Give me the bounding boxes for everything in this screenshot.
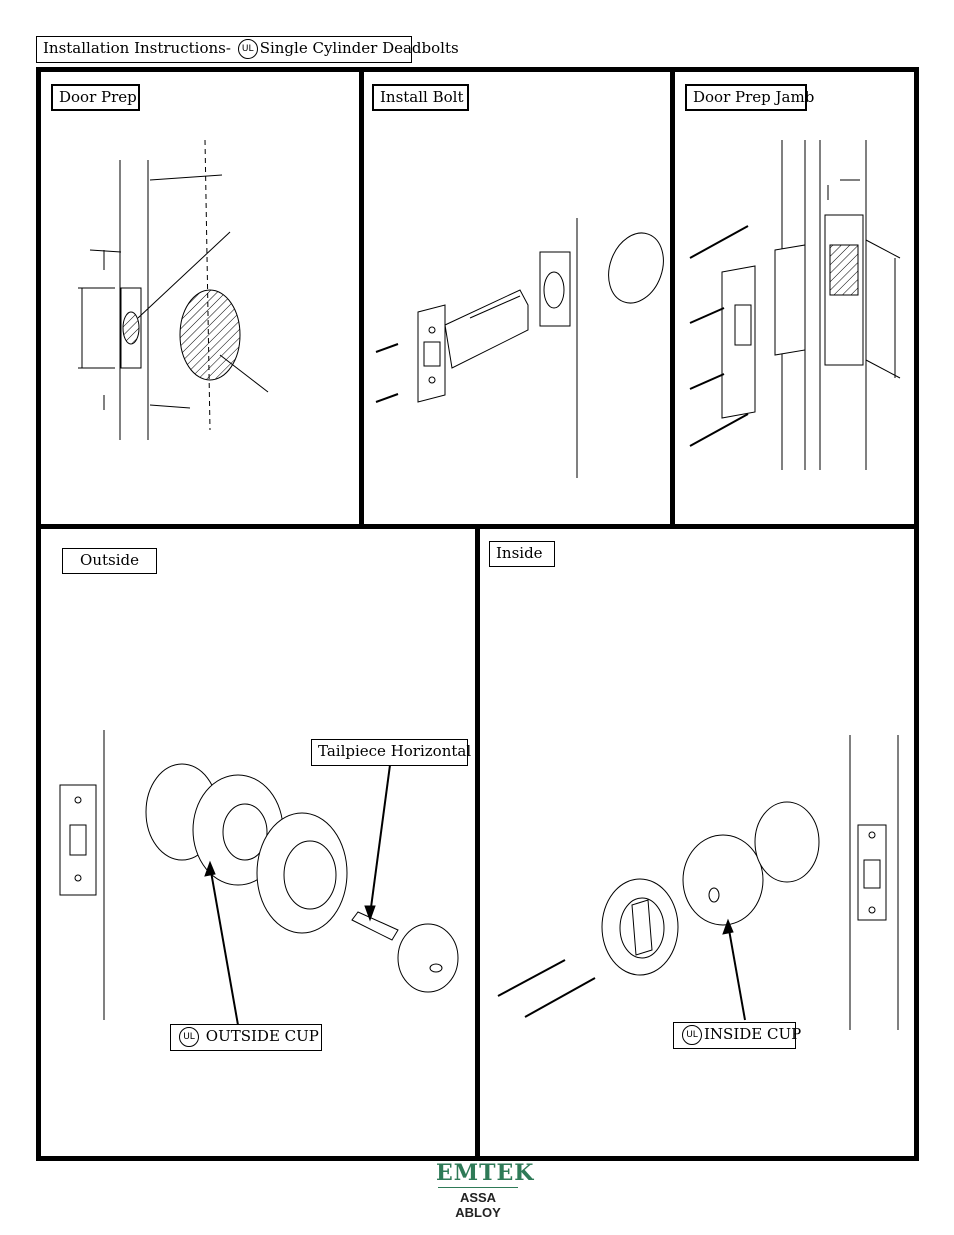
ul-listed-icon: UL <box>682 1025 702 1045</box>
ul-listed-icon: UL <box>179 1027 199 1047</box>
panel-label-door-prep-jamb: Door Prep Jamb <box>685 84 814 111</box>
callout-tailpiece-horizontal: Tailpiece Horizontal <box>311 739 471 766</box>
door-prep-jamb-drawing <box>689 140 901 470</box>
install-bolt-drawing <box>375 218 664 478</box>
panel-frame-inside <box>475 524 919 1161</box>
outside-cup-label: OUTSIDE CUP <box>205 1027 319 1045</box>
panel-label-install-bolt: Install Bolt <box>372 84 469 111</box>
callout-outside-cup: UL OUTSIDE CUP <box>170 1024 322 1051</box>
door-prep-drawing <box>78 139 269 440</box>
inside-drawing <box>497 735 899 1030</box>
emtek-logo: EMTEK <box>436 1160 535 1186</box>
title-prefix: Installation Instructions- <box>43 39 231 57</box>
title-suffix: Single Cylinder Deadbolts <box>259 39 459 57</box>
logo-divider <box>438 1187 518 1188</box>
panel-label-outside: Outside <box>62 548 157 574</box>
outside-drawing <box>59 730 459 1026</box>
panel-label-door-prep: Door Prep <box>51 84 140 111</box>
panel-label-inside: Inside <box>489 541 555 567</box>
ul-listed-icon: UL <box>237 39 258 59</box>
assa-abloy-logo: ASSA ABLOY <box>455 1190 501 1220</box>
inside-cup-label: INSIDE CUP <box>704 1025 802 1043</box>
